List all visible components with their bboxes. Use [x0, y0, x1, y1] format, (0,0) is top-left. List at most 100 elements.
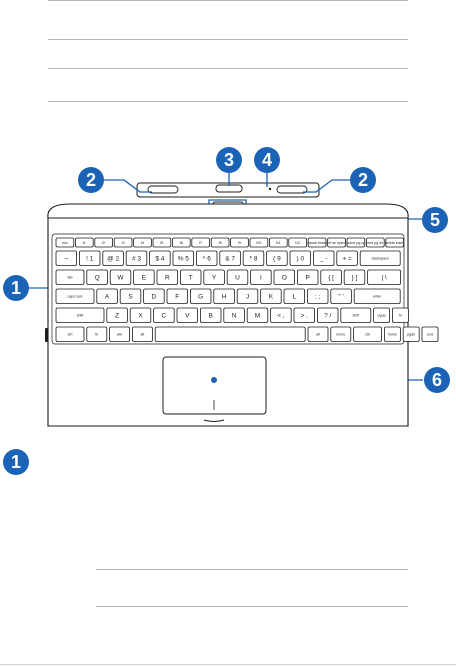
function-key-label: f1 [83, 241, 86, 245]
number-row-key-label: ) 0 [297, 256, 305, 263]
home-row-key [189, 288, 212, 304]
home-row-key-label: H [222, 294, 227, 301]
shift-row-key [391, 307, 409, 323]
function-key [288, 237, 307, 248]
qwerty-row-key-label: I [260, 275, 262, 282]
home-row-key-label: L [292, 294, 296, 301]
touchpad [162, 356, 267, 415]
callout-6: 6 [424, 367, 450, 393]
bottom-row-key-label: alt [141, 333, 145, 337]
number-row-key-label: $ 4 [155, 256, 164, 263]
shift-row-key [176, 307, 199, 323]
shift-row-key [246, 307, 269, 323]
qwerty-row-key [250, 269, 272, 285]
home-row-key-label: K [269, 294, 274, 301]
home-row-key [260, 288, 282, 304]
qwerty-row-key-label: { [ [328, 275, 334, 282]
function-key [55, 237, 75, 248]
home-row-key [330, 288, 352, 304]
callout-1: 1 [3, 275, 29, 301]
qwerty-row-key-label: O [282, 275, 287, 282]
shift-row-key-label: B [209, 313, 213, 320]
qwerty-row-key-label: Y [212, 275, 217, 282]
shift-row-key [129, 307, 152, 323]
qwerty-row-key [203, 269, 225, 285]
shift-row-key-label: ? / [324, 313, 331, 320]
function-key [327, 237, 346, 248]
qwerty-row-key [226, 269, 249, 285]
home-row-key-label: G [198, 294, 203, 301]
number-row-key-label: & 7 [225, 256, 235, 263]
shift-row-key [373, 307, 391, 323]
shift-row-key-label: C [162, 313, 167, 320]
function-key [133, 237, 152, 248]
qwerty-row-key-label: U [235, 275, 240, 282]
function-key-label: end pg dn [367, 241, 383, 245]
top-rule-3 [48, 68, 408, 69]
number-row-key [219, 250, 241, 266]
function-key [94, 237, 114, 248]
function-key [307, 237, 327, 248]
home-row-key [283, 288, 306, 304]
qwerty-row-key [179, 269, 202, 285]
qwerty-row-key-label: | \ [381, 275, 386, 282]
function-key [113, 237, 133, 248]
function-key [346, 237, 366, 248]
number-row-key-label: ^ 6 [202, 256, 211, 263]
home-row-key-label: enter [373, 295, 382, 299]
function-key [210, 237, 230, 248]
callout-2-left: 2 [78, 167, 104, 193]
hinge-sensor [268, 187, 272, 191]
shift-row-key-label: shift [77, 314, 84, 318]
number-row-key [359, 250, 401, 266]
top-rule-4 [48, 101, 408, 102]
shift-row-key-label: N [232, 313, 237, 320]
home-row-key-label: F [175, 294, 179, 301]
function-key [191, 237, 211, 248]
qwerty-row-key [273, 269, 296, 285]
function-key-label: f11 [276, 241, 281, 245]
callout-5: 5 [422, 207, 448, 233]
function-key [385, 237, 404, 248]
number-row-key [55, 250, 78, 266]
function-key-label: f8 [219, 241, 222, 245]
home-row-key [119, 288, 142, 304]
number-row-key [125, 250, 148, 266]
number-row-key [242, 250, 265, 266]
shift-row-key [223, 307, 245, 323]
number-row-key [149, 250, 171, 266]
function-key [230, 237, 249, 248]
bottom-row-key-label: home [388, 333, 397, 337]
number-row-key-label: @ 2 [107, 256, 119, 263]
bottom-row-key-label: fn [95, 333, 98, 337]
bottom-row-key-label: ctrl [68, 333, 73, 337]
function-key-label: f9 [238, 241, 241, 245]
function-key-label: f3 [122, 241, 125, 245]
top-rule-2 [48, 39, 408, 40]
shift-row-key [106, 307, 128, 323]
home-row-key-label: : ; [315, 294, 321, 301]
shift-row-key [316, 307, 339, 323]
section-marker-1: 1 [3, 449, 29, 475]
function-key [75, 237, 94, 248]
function-key-label: f7 [199, 241, 202, 245]
shift-row-key-label: X [138, 313, 143, 320]
bottom-row-key-label: end [427, 333, 433, 337]
home-row-key [353, 288, 401, 304]
number-row-key-label: ( 9 [273, 256, 281, 263]
function-key-label: f4 [141, 241, 144, 245]
home-row-key [306, 288, 329, 304]
qwerty-row-key-label: R [165, 275, 170, 282]
number-row-key-label: ~ [64, 256, 68, 263]
shift-row-key-label: Z [115, 313, 119, 320]
shift-row-key [270, 307, 292, 323]
shift-row-key-label: M [255, 313, 260, 320]
qwerty-row-key-label: tab [68, 276, 73, 280]
number-row-key-label: + = [342, 256, 352, 263]
qwerty-row-key [320, 269, 342, 285]
bottom-row-key [131, 326, 153, 342]
bottom-row-key-label: alt [316, 333, 320, 337]
home-row-key-label: J [246, 294, 249, 301]
shift-row-key [55, 307, 105, 323]
